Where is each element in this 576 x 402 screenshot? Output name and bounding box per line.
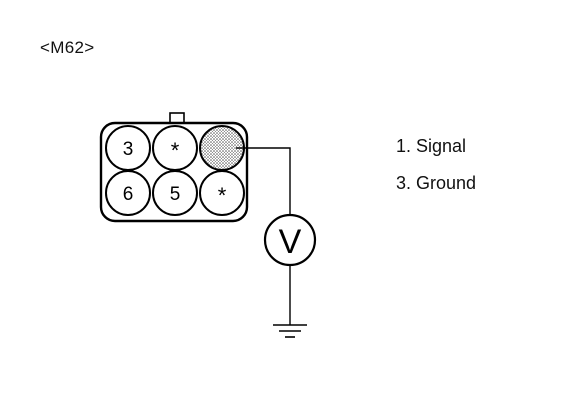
pin-label: * [171,138,180,163]
pin-label: * [218,183,227,208]
pin-label: 6 [123,184,134,205]
pin-circle [152,170,198,216]
connector-pin: * [152,125,198,171]
ground-symbol [273,324,307,338]
pin-circle [105,170,151,216]
connector: 3 * 6 5 * [99,112,249,223]
pin-label: 5 [170,184,181,205]
voltmeter-symbol: V [279,223,302,261]
pin-label: 3 [123,139,134,160]
connector-pin: 3 [105,125,151,171]
connector-pin: 5 [152,170,198,216]
connector-title: <M62> [40,38,95,57]
connector-pin: 6 [105,170,151,216]
connector-pin: * [199,170,245,216]
pin-circle [199,170,245,216]
signal-wire [236,147,291,215]
voltmeter: V [263,213,317,267]
legend-item-signal: 1. Signal [396,136,467,156]
legend-item-ground: 3. Ground [396,173,477,193]
